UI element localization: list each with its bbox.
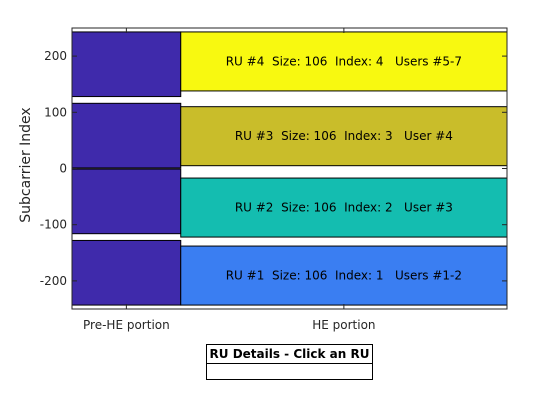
- pre-he-block-4: [71, 31, 182, 98]
- y-tick-label-1: -200: [40, 274, 67, 288]
- ru-label-3: RU #3 Size: 106 Index: 3 User #4: [235, 129, 453, 143]
- x-tick-label-2: HE portion: [312, 318, 375, 332]
- ru-label-1: RU #1 Size: 106 Index: 1 Users #1-2: [226, 269, 462, 283]
- pre-he-block-2: [71, 168, 182, 235]
- y-axis-label-text: Subcarrier Index: [18, 107, 34, 223]
- pre-he-block-1: [71, 239, 182, 306]
- plot-blocks: RU #1 Size: 106 Index: 1 Users #1-2 RU #2…: [71, 31, 508, 306]
- y-axis-label: Subcarrier Index: [16, 95, 36, 235]
- pre-he-block-3: [71, 102, 182, 169]
- y-tick-label-2: -100: [40, 218, 67, 232]
- ru-block-1[interactable]: [180, 245, 508, 306]
- x-tick-label-1: Pre-HE portion: [83, 318, 170, 332]
- ru-details-header: RU Details - Click an RU: [207, 345, 372, 364]
- ru-details-panel: RU Details - Click an RU: [206, 344, 373, 380]
- ru-block-2[interactable]: [180, 177, 508, 238]
- y-tick-label-4: 100: [44, 105, 67, 119]
- ru-label-4: RU #4 Size: 106 Index: 4 Users #5-7: [226, 54, 462, 68]
- ru-label-2: RU #2 Size: 106 Index: 2 User #3: [235, 201, 453, 215]
- ru-block-3[interactable]: [180, 106, 508, 167]
- y-tick-label-5: 200: [44, 49, 67, 63]
- y-tick-label-3: 0: [59, 162, 67, 176]
- ru-details-body: [207, 364, 372, 381]
